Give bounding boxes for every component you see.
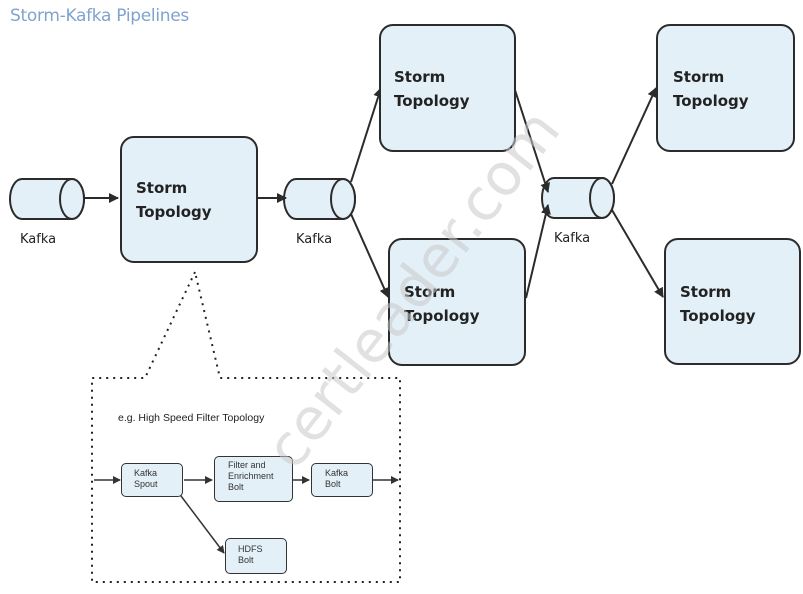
filter-line1: Filter and [228, 460, 266, 470]
storm-text: Storm [136, 179, 188, 197]
storm-topology-box-2 [379, 24, 516, 152]
kafka-bolt-box [311, 463, 373, 497]
kafka-spout-label: Kafka Spout [134, 468, 158, 490]
hdfs-bolt-label: HDFS Bolt [238, 544, 263, 566]
storm-topology-label-2: Storm Topology [394, 65, 470, 113]
arrow-kafka3-to-storm-right-bottom [611, 209, 664, 298]
kafka-bolt-line2: Bolt [325, 479, 341, 489]
storm-text: Storm [680, 283, 732, 301]
kafka-bolt-line1: Kafka [325, 468, 349, 478]
storm-topology-label-1: Storm Topology [136, 176, 212, 224]
kafka-queue-3 [541, 177, 615, 219]
kafka-spout-line1: Kafka [134, 468, 158, 478]
kafka-spout-line2: Spout [134, 479, 158, 489]
storm-text: Storm [394, 68, 446, 86]
hdfs-bolt-box [225, 538, 287, 574]
topology-text: Topology [680, 307, 756, 325]
kafka-label-3: Kafka [554, 231, 591, 246]
diagram-title: Storm-Kafka Pipelines [10, 6, 189, 26]
arrow-storm-top-to-kafka3 [513, 86, 550, 193]
arrow-kafka3-to-storm-right-top [611, 87, 657, 185]
filter-enrichment-bolt-box [214, 456, 293, 502]
filter-enrichment-bolt-label: Filter and Enrichment Bolt [228, 460, 274, 493]
storm-topology-box-3 [388, 238, 526, 366]
kafka-spout-box [121, 463, 183, 497]
arrow-kafka2-to-storm-bottom [350, 213, 389, 298]
storm-topology-label-4: Storm Topology [673, 65, 749, 113]
inset-title: e.g. High Speed Filter Topology [118, 412, 265, 424]
kafka-label-1: Kafka [20, 232, 57, 247]
storm-topology-box-1 [120, 136, 258, 263]
storm-text: Storm [404, 283, 456, 301]
storm-text: Storm [673, 68, 725, 86]
kafka-label-2: Kafka [296, 232, 333, 247]
storm-topology-box-4 [656, 24, 795, 152]
topology-text: Topology [136, 203, 212, 221]
kafka-queue-2 [283, 178, 356, 220]
storm-topology-label-5: Storm Topology [680, 280, 756, 328]
topology-text: Topology [673, 92, 749, 110]
hdfs-line2: Bolt [238, 555, 254, 565]
kafka-bolt-label: Kafka Bolt [325, 468, 348, 490]
inset-arrow-spout-to-hdfs [177, 491, 225, 554]
topology-text: Topology [404, 307, 480, 325]
arrow-kafka2-to-storm-top [350, 87, 384, 183]
filter-line2: Enrichment [228, 471, 274, 481]
callout-dotted-outline [91, 268, 401, 583]
storm-topology-label-3: Storm Topology [404, 280, 480, 328]
storm-topology-box-5 [664, 238, 801, 365]
filter-line3: Bolt [228, 482, 244, 492]
hdfs-line1: HDFS [238, 544, 263, 554]
kafka-queue-1 [9, 178, 85, 220]
topology-text: Topology [394, 92, 470, 110]
arrow-storm-bottom-to-kafka3 [525, 204, 551, 299]
